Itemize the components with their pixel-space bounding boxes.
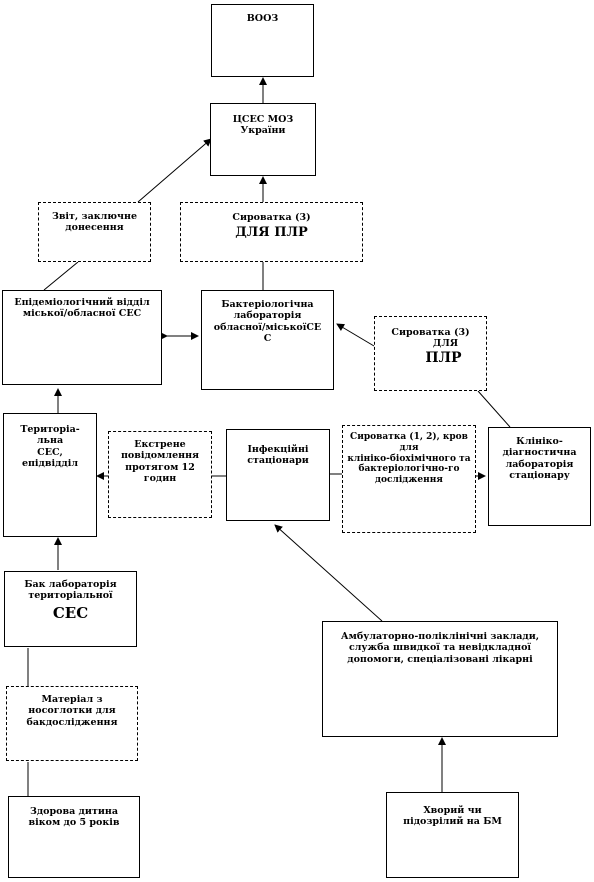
node-infek-line2: стаціонари	[247, 455, 309, 467]
node-klin-line3: лабораторія	[505, 458, 574, 470]
node-ambulatorno: Амбулаторно-поліклінічні заклади, служба…	[322, 621, 558, 737]
node-bak-lab-ter: Бак лабораторія територіальної СЕС	[4, 571, 137, 647]
connector-ambul-to-infek	[274, 524, 383, 622]
node-epid-viddil: Епідеміологічний відділ міської/обласної…	[2, 290, 162, 385]
node-ekstrene-line2: повідомлення	[120, 450, 200, 462]
node-syr-krov-line2: для	[399, 442, 419, 453]
node-syrovatka-right-line3: ПЛР	[425, 349, 462, 366]
node-ter-line3: СЕС,	[37, 446, 63, 458]
node-syrovatka-top-line2: ДЛЯ ПЛР	[235, 225, 308, 241]
node-zdorova-line1: Здорова дитина	[30, 806, 118, 817]
node-csec-line1: ЦСЕС МОЗ	[232, 114, 294, 125]
node-ambul-line3: допомоги, спеціалізовані лікарні	[347, 653, 533, 665]
node-khvoryi-line1: Хворий чи	[423, 805, 482, 816]
node-syrovatka-right-line2: ДЛЯ	[432, 338, 459, 350]
node-syr-krov-line4: бактеріологічно-го	[358, 464, 460, 475]
node-ekstrene-line1: Екстрене	[134, 439, 186, 450]
connector-epid-to-zvit	[43, 261, 79, 291]
node-bakt-line1: Бактеріологічна	[221, 299, 314, 310]
node-material: Матеріал з носоглотки для бакдослідження	[6, 686, 138, 761]
node-syrovatka-top: Сироватка (3) ДЛЯ ПЛР	[180, 202, 363, 262]
node-infek-line1: Інфекційні	[247, 444, 309, 455]
node-ter-line1: Територіа-	[20, 424, 80, 435]
node-material-line1: Матеріал з	[41, 694, 103, 705]
node-syr-krov-line3: клініко-біохімічного та	[347, 453, 471, 464]
connector-syrovatka-right-to-bakt	[336, 323, 375, 347]
node-klin-line1: Клініко-	[516, 436, 563, 447]
node-material-line3: бакдослідження	[26, 716, 118, 728]
node-bakt-line4: С	[263, 333, 272, 345]
node-baklab-line2: територіальної	[28, 590, 113, 602]
node-klin-line2: діагностична	[502, 447, 577, 459]
node-infektsiyni: Інфекційні стаціонари	[226, 429, 330, 521]
node-csec-line2: України	[240, 125, 286, 137]
node-vooz: ВООЗ	[211, 4, 314, 77]
node-bakt-line3: обласної/міськоїСЕ	[213, 321, 322, 333]
node-vooz-text: ВООЗ	[246, 13, 279, 24]
node-klin-line4: стаціонару	[509, 470, 570, 482]
node-syrovatka-krov: Сироватка (1, 2), кров для клініко-біохі…	[342, 425, 476, 533]
node-epid-line2: міської/обласної СЕС	[22, 308, 142, 320]
node-syrovatka-right-line1: Сироватка (3)	[391, 327, 470, 338]
node-bakt-lab: Бактеріологічна лабораторія обласної/міс…	[201, 290, 334, 390]
node-zvit-line1: Звіт, заключне	[51, 211, 138, 222]
node-zvit-line2: донесення	[65, 222, 124, 234]
node-material-line2: носоглотки для	[28, 705, 116, 717]
node-ambul-line1: Амбулаторно-поліклінічні заклади,	[340, 631, 540, 642]
connector-zvit-to-csec	[137, 138, 212, 203]
node-syrovatka-top-line1: Сироватка (3)	[232, 212, 311, 223]
node-syr-krov-line1: Сироватка (1, 2), кров	[350, 432, 468, 442]
node-zdorova-dytyna: Здорова дитина віком до 5 років	[8, 796, 140, 878]
node-csec-moz: ЦСЕС МОЗ України	[210, 103, 316, 176]
node-zdorova-line2: віком до 5 років	[28, 817, 120, 829]
node-baklab-line1: Бак лабораторія	[24, 579, 117, 590]
node-ekstrene-line3: протягом 12	[125, 461, 195, 473]
node-syr-krov-line5: дослідження	[375, 475, 443, 486]
node-ambul-line2: служба швидкої та невідкладної	[348, 642, 532, 654]
node-ekstrene: Екстрене повідомлення протягом 12 годин	[108, 431, 212, 518]
node-ter-line2: льна	[36, 435, 64, 447]
node-syrovatka-right: Сироватка (3) ДЛЯ ПЛР	[374, 316, 487, 391]
node-khvoryi: Хворий чи підозрілий на БМ	[386, 792, 519, 878]
node-bakt-line2: лабораторія	[233, 310, 302, 322]
node-epid-line1: Епідеміологічний відділ	[14, 297, 150, 308]
node-khvoryi-line2: підозрілий на БМ	[403, 816, 502, 828]
node-klin-diag-lab: Клініко- діагностична лабораторія стаціо…	[488, 427, 591, 526]
node-ter-line4: епідвідділ	[21, 458, 79, 470]
connector-klin-to-syrovatka-right	[477, 390, 511, 428]
node-zvit: Звіт, заключне донесення	[38, 202, 151, 262]
node-terytorialna-ses: Територіа- льна СЕС, епідвідділ	[3, 413, 97, 537]
node-baklab-line3: СЕС	[52, 603, 89, 622]
node-ekstrene-line4: годин	[143, 473, 177, 485]
